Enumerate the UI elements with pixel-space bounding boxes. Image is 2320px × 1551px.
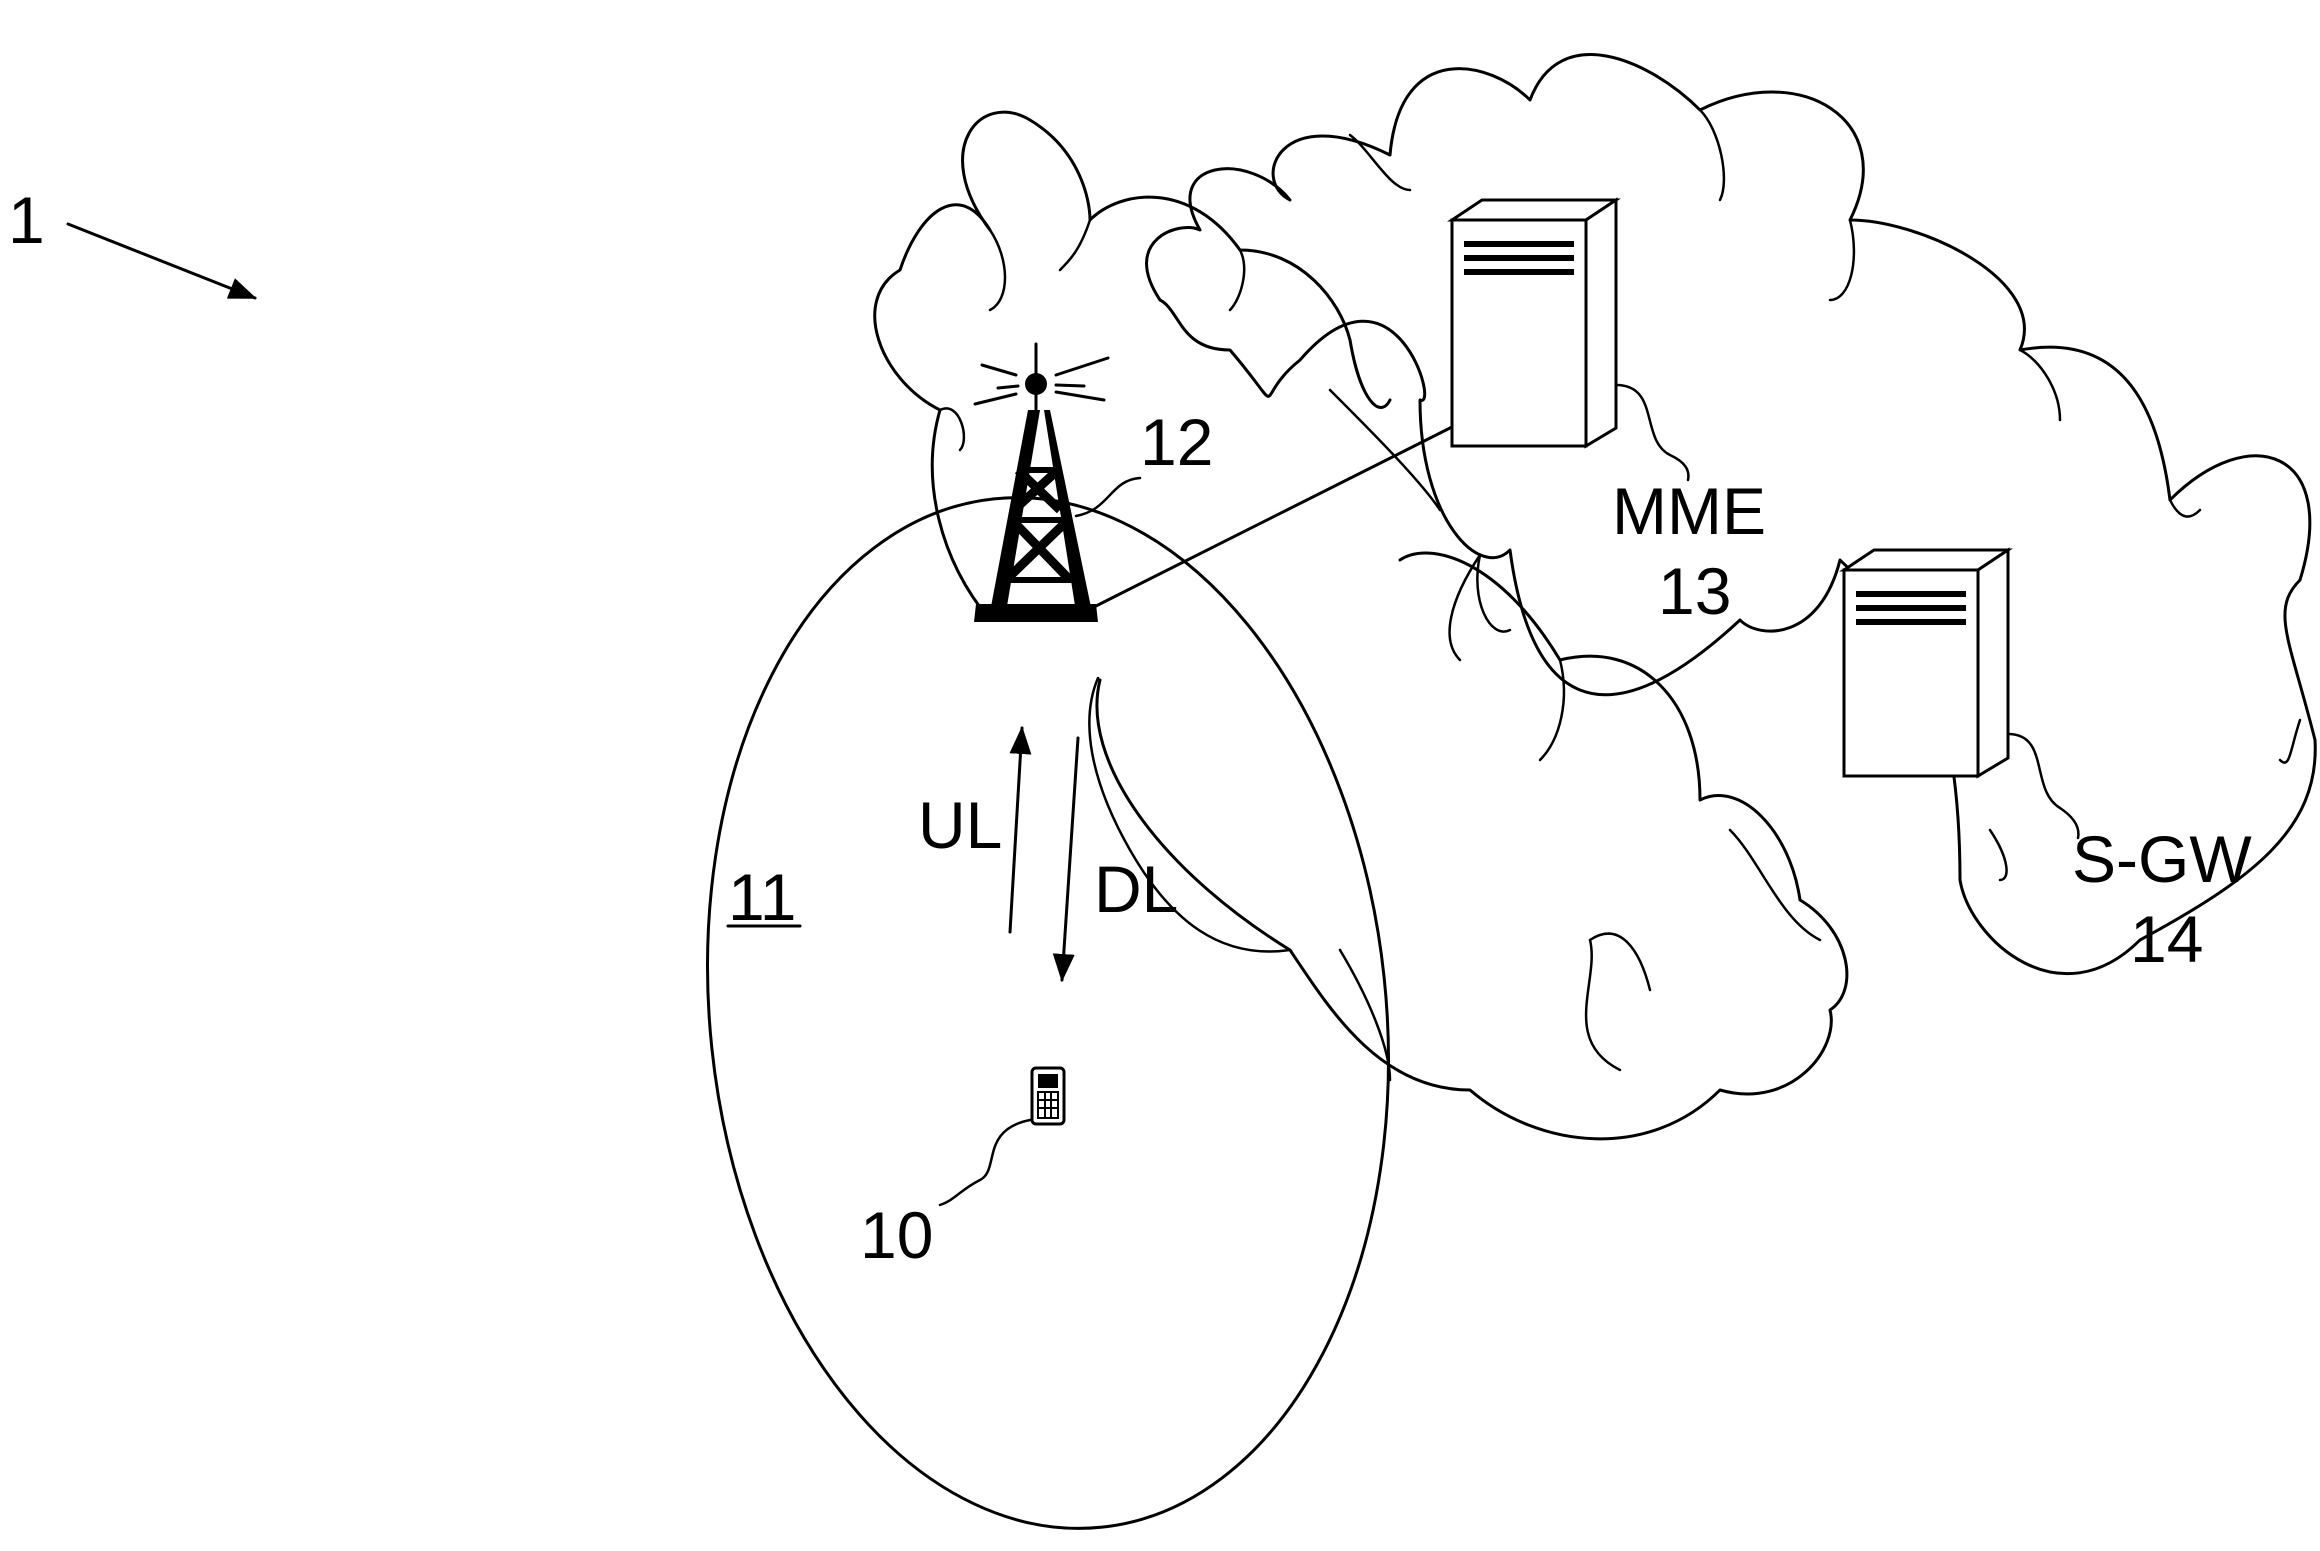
tower-leader-line [1074,476,1142,518]
access-cloud-lobe [988,228,1007,312]
mme-name: MME [1612,474,1766,548]
transport-cloud-lobe [1728,828,1822,942]
core-network-cloud [1145,53,2317,975]
mobile-phone-icon [1030,1066,1066,1126]
uplink-label: UL [918,788,1002,862]
core-cloud-lobe [1584,938,1622,1072]
downlink-arrow-icon [1052,736,1080,982]
core-cloud-lobe [1698,108,1726,202]
cell-coverage-area [706,496,1390,1530]
access-cloud-lobe [1058,218,1092,272]
access-cloud-lobe [938,407,966,452]
uplink-arrow-icon [1008,726,1032,934]
core-cloud-lobe [1828,218,1856,302]
cell-label: 11 [728,860,797,934]
server-icon [1447,197,1621,449]
ue-leader-line [938,1118,1032,1207]
transport-cloud-lobe [1448,553,1482,662]
transport-network-cloud [1095,551,1849,1141]
base-station-label: 12 [1140,405,1213,479]
core-cloud-lobe [2168,498,2202,518]
access-cloud-lobe [1328,388,1442,512]
sgw-number: 14 [2130,902,2203,976]
server-icon [1839,547,2013,779]
access-cloud-lobe [1228,248,1246,312]
mme-number: 13 [1658,554,1731,628]
mme-leader-line [1614,383,1690,482]
figure-label: 1 [8,183,45,257]
access-network-cloud [873,110,1392,622]
transport-cloud-lobe [1538,658,1566,762]
downlink-label: DL [1094,852,1178,926]
core-cloud-lobe [1476,553,1512,633]
core-cloud-lobe [2018,348,2062,422]
core-cloud-lobe [1988,828,2008,882]
cloud-overlap-arc [1088,676,1292,953]
cloud-overlap-arc [1338,948,1392,1082]
figure-arrow-icon [66,222,257,300]
sgw-leader-line [2006,732,2080,840]
ue-label: 10 [860,1198,933,1272]
cell-tower-icon [973,342,1110,622]
core-cloud-lobe [2278,718,2302,764]
sgw-name: S-GW [2072,822,2252,896]
transport-cloud-lobe [1588,932,1652,992]
backhaul-link [1090,425,1454,610]
core-cloud-lobe [1348,133,1412,192]
